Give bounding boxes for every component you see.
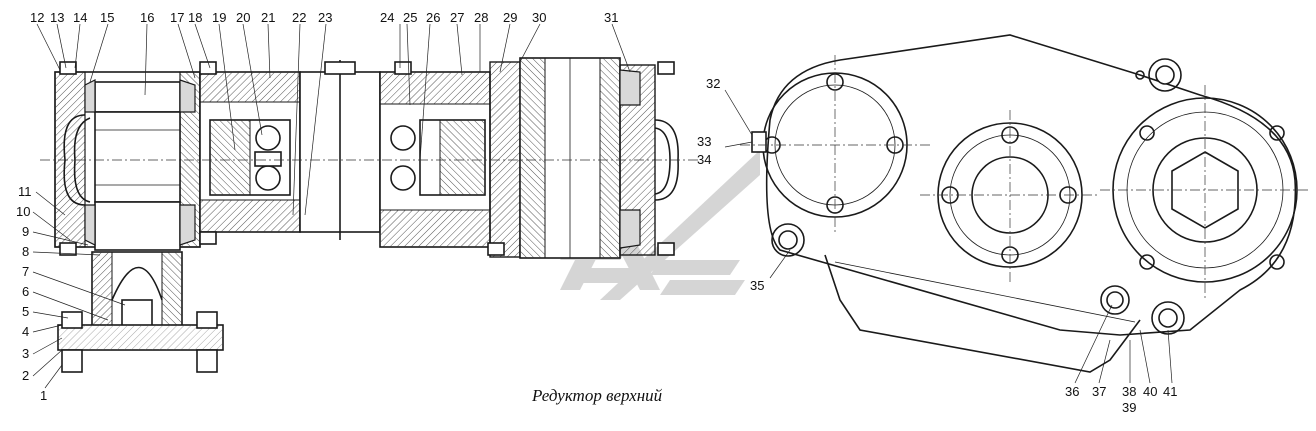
callout-38: 38 (1122, 384, 1136, 399)
callout-25: 25 (403, 10, 417, 25)
callout-36: 36 (1065, 384, 1079, 399)
callout-15: 15 (100, 10, 114, 25)
callout-12: 12 (30, 10, 44, 25)
callout-2: 2 (22, 368, 29, 383)
callouts-top: 12 13 14 15 16 17 18 19 20 21 22 23 24 2… (30, 10, 618, 25)
external-view (740, 34, 1310, 373)
callout-35: 35 (750, 278, 764, 293)
callout-13: 13 (50, 10, 64, 25)
callout-29: 29 (503, 10, 517, 25)
callout-16: 16 (140, 10, 154, 25)
callout-33: 33 (697, 134, 711, 149)
callouts-side: 11 10 9 8 7 6 5 4 3 2 1 (16, 184, 47, 403)
callout-1: 1 (40, 388, 47, 403)
callout-32: 32 (706, 76, 720, 91)
callout-26: 26 (426, 10, 440, 25)
callout-11: 11 (18, 184, 32, 199)
callout-19: 19 (212, 10, 226, 25)
callout-24: 24 (380, 10, 394, 25)
callout-17: 17 (170, 10, 184, 25)
diagram-caption: Редуктор верхний (531, 386, 663, 405)
callout-10: 10 (16, 204, 30, 219)
callout-27: 27 (450, 10, 464, 25)
callout-39: 39 (1122, 400, 1136, 415)
callout-7: 7 (22, 264, 29, 279)
callout-6: 6 (22, 284, 29, 299)
callout-40: 40 (1143, 384, 1157, 399)
callout-21: 21 (261, 10, 275, 25)
callout-23: 23 (318, 10, 332, 25)
callout-22: 22 (292, 10, 306, 25)
callout-8: 8 (22, 244, 29, 259)
callout-30: 30 (532, 10, 546, 25)
callouts-right: 32 33 34 35 36 37 38 39 40 41 (697, 76, 1177, 415)
callout-20: 20 (236, 10, 250, 25)
callout-41: 41 (1163, 384, 1177, 399)
callout-18: 18 (188, 10, 202, 25)
callout-9: 9 (22, 224, 29, 239)
callout-5: 5 (22, 304, 29, 319)
callout-4: 4 (22, 324, 29, 339)
section-view (40, 57, 700, 373)
callout-28: 28 (474, 10, 488, 25)
leader-lines (32, 23, 1173, 389)
callout-14: 14 (73, 10, 87, 25)
callout-34: 34 (697, 152, 711, 167)
callout-3: 3 (22, 346, 29, 361)
callout-31: 31 (604, 10, 618, 25)
callout-37: 37 (1092, 384, 1106, 399)
